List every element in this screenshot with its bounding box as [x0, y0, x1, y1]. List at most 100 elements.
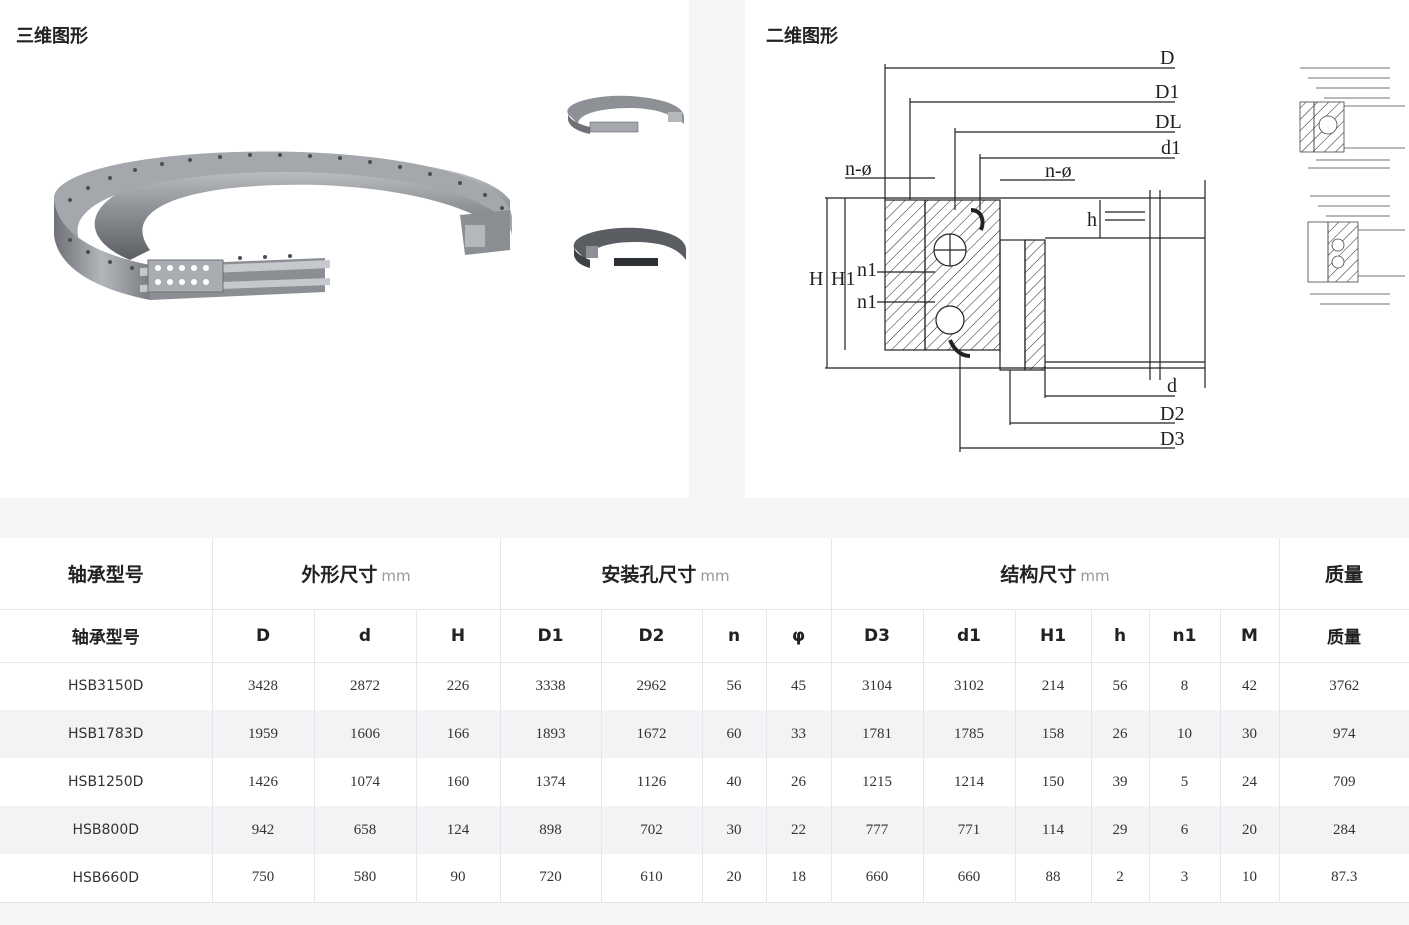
three-d-title: 三维图形	[16, 26, 88, 47]
dim-label-n1-bottom: n1	[857, 291, 877, 313]
column-header: n	[702, 609, 767, 663]
dim-label-d1: d1	[1161, 137, 1181, 159]
dim-label-D: D	[1160, 47, 1174, 69]
table-cell: 40	[702, 758, 767, 806]
table-cell: 658	[314, 806, 417, 854]
table-cell: 26	[766, 758, 832, 806]
table-cell: 1074	[314, 758, 417, 806]
dim-label-D1: D1	[1155, 81, 1179, 103]
column-header: D	[212, 609, 315, 663]
table-cell: 88	[1015, 854, 1092, 903]
table-cell: 114	[1015, 806, 1092, 854]
column-header: d1	[923, 609, 1016, 663]
two-d-title: 二维图形	[766, 26, 838, 47]
table-cell: 660	[831, 854, 924, 903]
dim-label-d: d	[1167, 375, 1177, 397]
table-cell: 1785	[923, 710, 1016, 758]
table-cell: 20	[1220, 806, 1280, 854]
column-header: 轴承型号	[0, 609, 213, 663]
table-cell: 1126	[601, 758, 703, 806]
table-cell: 580	[314, 854, 417, 903]
table-cell: 702	[601, 806, 703, 854]
table-cell: 2962	[601, 662, 703, 710]
table-cell: 1374	[500, 758, 602, 806]
dim-label-n1-top: n1	[857, 259, 877, 281]
table-cell: 30	[1220, 710, 1280, 758]
group-header-weight: 质量	[1279, 538, 1409, 610]
dim-label-H1: H1	[831, 268, 855, 290]
thumbnail-drawing-1[interactable]	[1280, 60, 1405, 180]
table-cell: 974	[1279, 710, 1409, 758]
table-cell: 1959	[212, 710, 315, 758]
table-cell: 3102	[923, 662, 1016, 710]
table-cell: 158	[1015, 710, 1092, 758]
dim-label-h: h	[1087, 209, 1097, 231]
table-cell: 150	[1015, 758, 1092, 806]
dim-label-n-phi-left: n-ø	[845, 158, 872, 180]
two-d-panel: 二维图形	[745, 0, 1409, 498]
table-cell: 18	[766, 854, 832, 903]
table-cell: 166	[416, 710, 501, 758]
table-cell: 1215	[831, 758, 924, 806]
table-cell: 33	[766, 710, 832, 758]
table-cell: 771	[923, 806, 1016, 854]
table-cell: 26	[1091, 710, 1150, 758]
table-cell: 3428	[212, 662, 315, 710]
table-cell: 660	[923, 854, 1016, 903]
table-cell: 3338	[500, 662, 602, 710]
table-cell: 24	[1220, 758, 1280, 806]
model-cell: HSB800D	[0, 806, 213, 854]
table-cell: 5	[1149, 758, 1221, 806]
table-cell: 8	[1149, 662, 1221, 710]
table-cell: 709	[1333, 773, 1356, 790]
table-cell: 610	[601, 854, 703, 903]
table-cell: 3762	[1329, 677, 1360, 694]
column-header: H1	[1015, 609, 1092, 663]
table-column-header-row: 轴承型号 D d H D1 D2 n φ D3 d1 H1 h n1 M 质量	[0, 609, 1409, 663]
table-cell: 90	[416, 854, 501, 903]
dim-label-DL: DL	[1155, 111, 1182, 133]
table-cell: 942	[212, 806, 315, 854]
table-cell: 1893	[500, 710, 602, 758]
group-header-model: 轴承型号	[0, 538, 213, 610]
table-cell: 56	[702, 662, 767, 710]
table-cell: 1781	[831, 710, 924, 758]
table-cell: 898	[500, 806, 602, 854]
table-cell: 2872	[314, 662, 417, 710]
dim-label-D3: D3	[1160, 428, 1184, 450]
column-header: D2	[601, 609, 703, 663]
column-header: D1	[500, 609, 602, 663]
table-cell: 87.3	[1279, 854, 1409, 903]
dim-label-D2: D2	[1160, 403, 1184, 425]
dim-label-n-phi-right: n-ø	[1045, 160, 1072, 182]
table-cell: 20	[702, 854, 767, 903]
table-cell: 42	[1220, 662, 1280, 710]
column-header: H	[416, 609, 501, 663]
table-cell: 2	[1091, 854, 1150, 903]
table-cell: 284	[1279, 806, 1409, 854]
table-cell: 56	[1091, 662, 1150, 710]
thumbnail-drawing-2[interactable]	[1280, 190, 1405, 315]
table-cell: 60	[702, 710, 767, 758]
column-header: h	[1091, 609, 1150, 663]
table-cell: 29	[1091, 806, 1150, 854]
table-cell: 1214	[923, 758, 1016, 806]
table-cell: 1426	[212, 758, 315, 806]
thumbnail-bearing-2[interactable]	[568, 222, 690, 274]
bearing-3d-image	[53, 151, 512, 300]
table-cell: 160	[416, 758, 501, 806]
table-cell: 720	[500, 854, 602, 903]
table-cell: 3	[1149, 854, 1221, 903]
column-header: n1	[1149, 609, 1221, 663]
thumbnail-bearing-1[interactable]	[560, 90, 690, 140]
table-cell: 3104	[831, 662, 924, 710]
